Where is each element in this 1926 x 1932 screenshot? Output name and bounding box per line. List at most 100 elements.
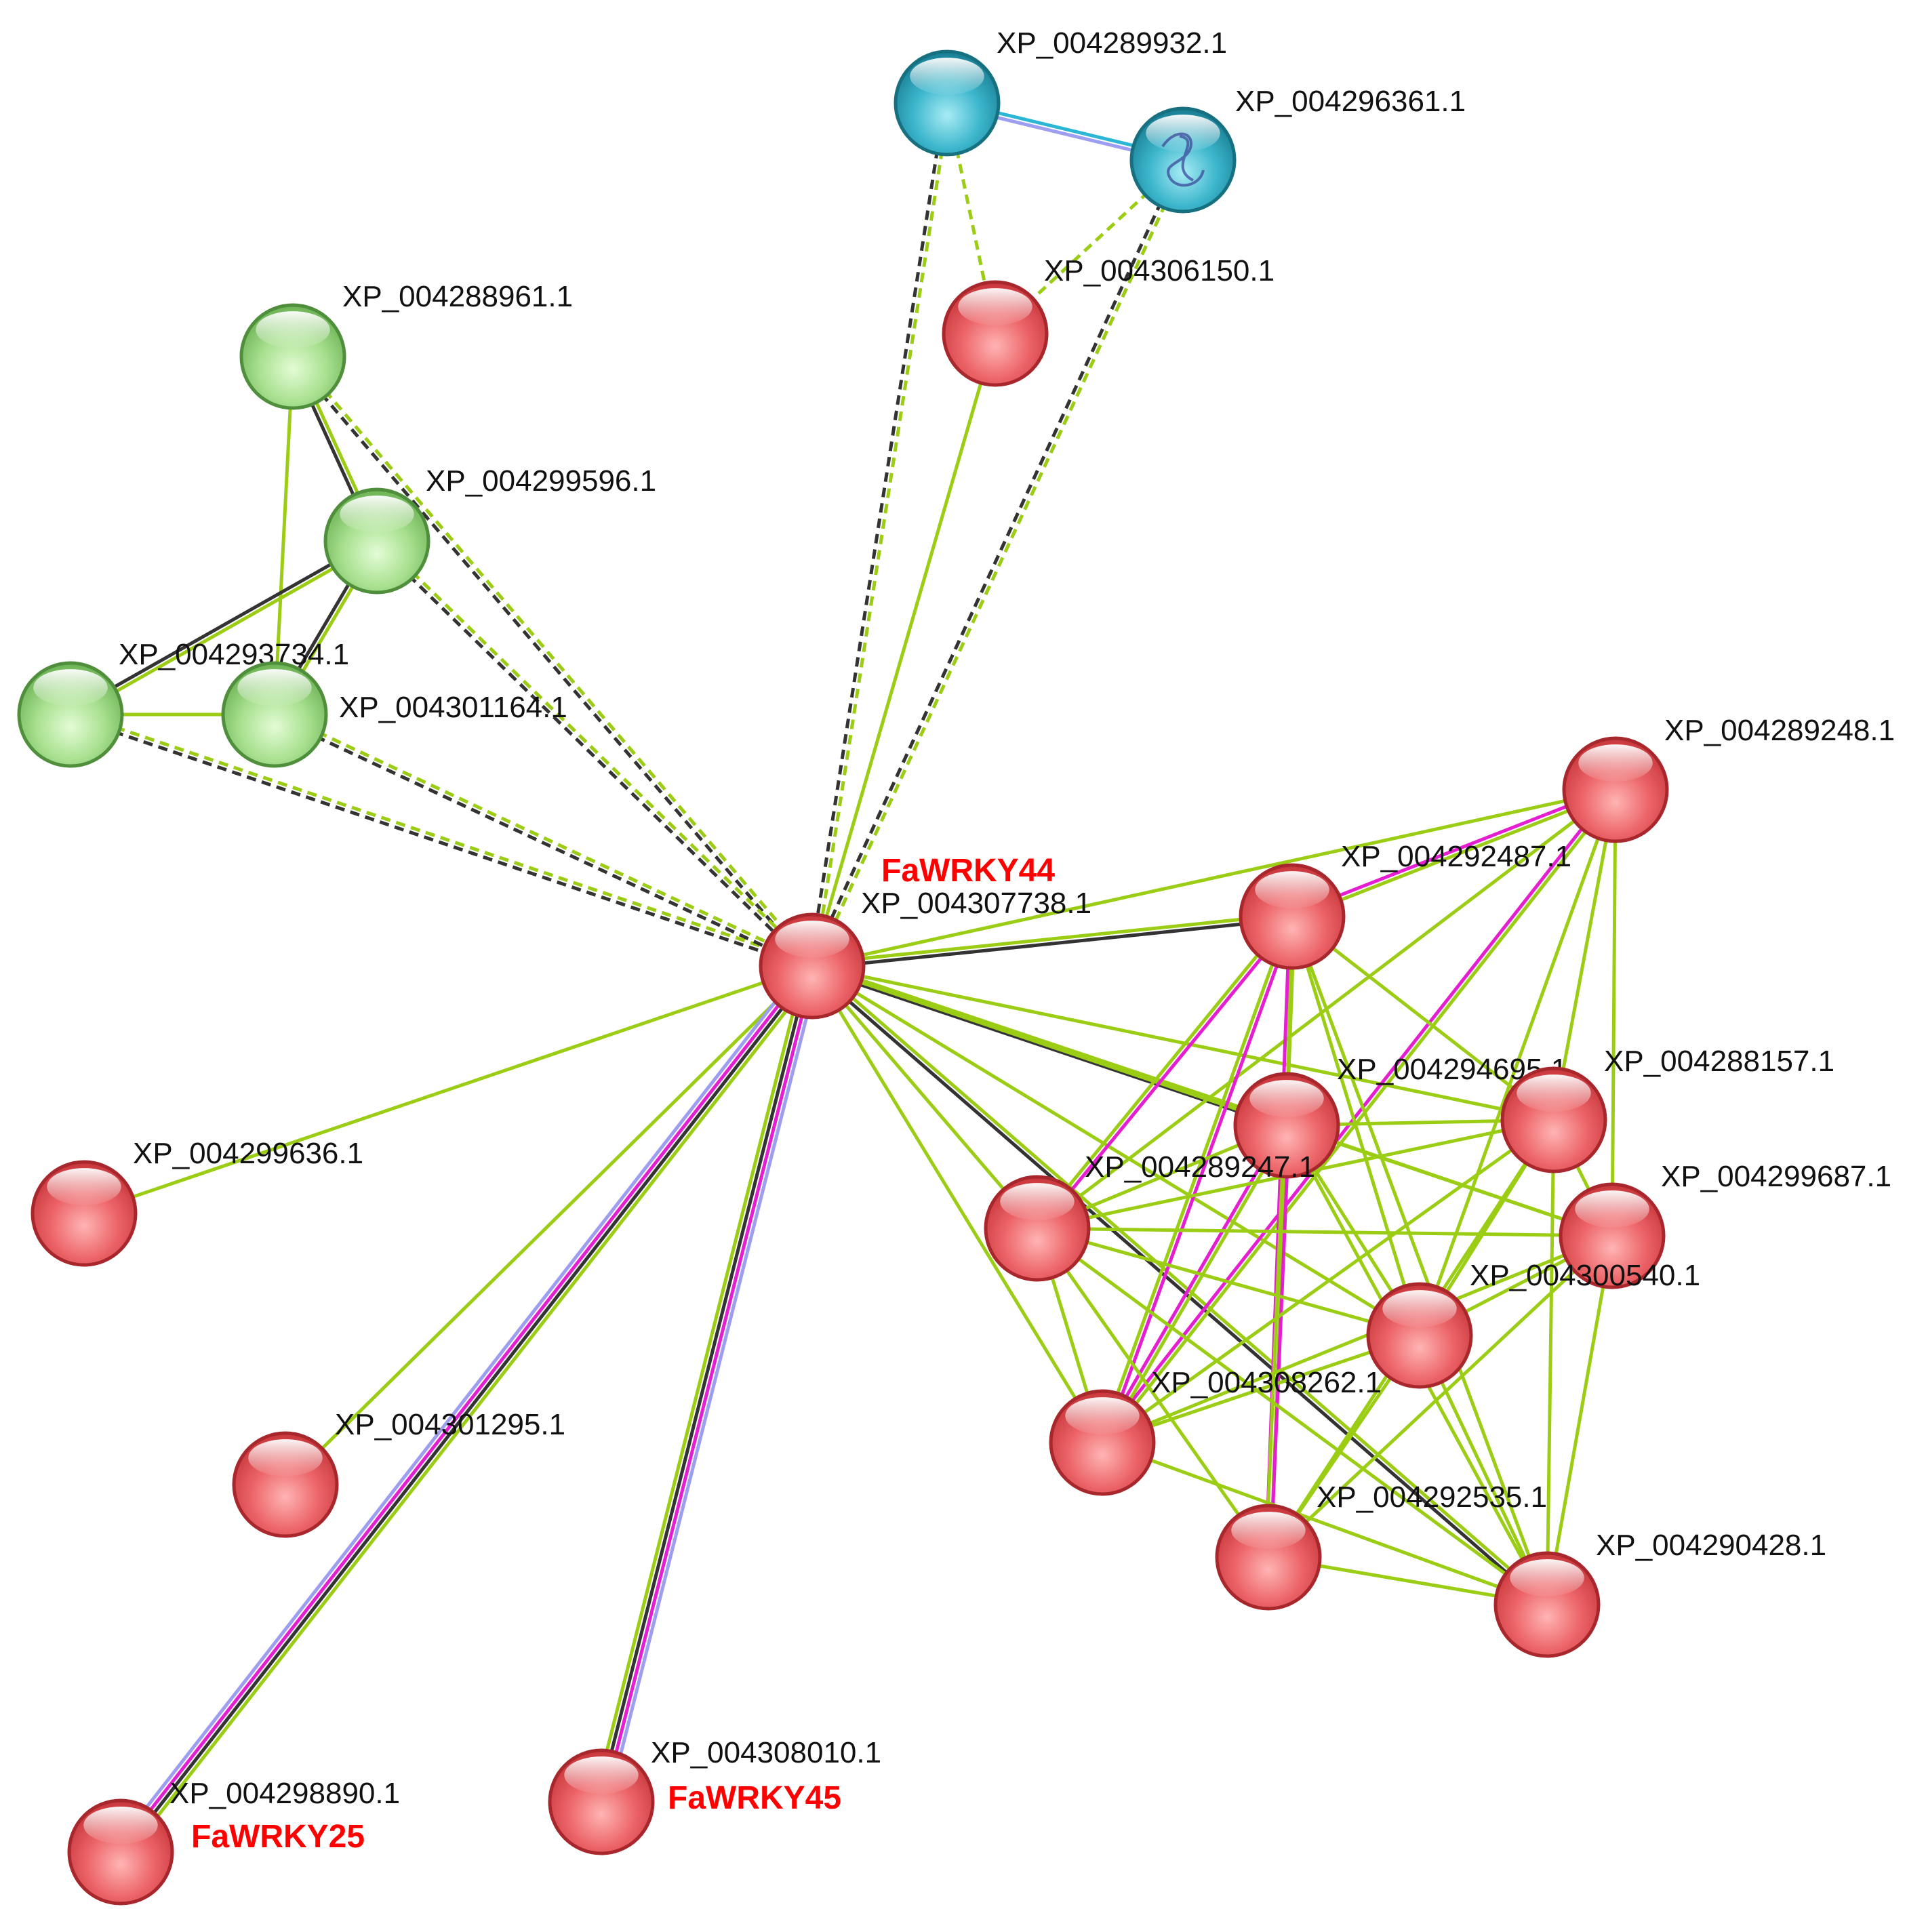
node-XP_004299636.1[interactable]: [31, 1160, 138, 1267]
edge-textmining-line: [811, 965, 1039, 1230]
edge-textmining-line: [1102, 790, 1619, 1445]
edge-textmining-line: [377, 538, 816, 966]
node-label: XP_004288157.1: [1604, 1045, 1834, 1078]
node-label: XP_004306150.1: [1044, 254, 1275, 287]
edge-textmining-line: [83, 964, 813, 1215]
edge-coexpression-line: [68, 537, 377, 715]
node-XP_004289248.1[interactable]: [1562, 736, 1669, 843]
node-label: XP_004289248.1: [1664, 714, 1895, 747]
node-XP_004306150.1[interactable]: [942, 280, 1049, 387]
node-XP_004298890.1[interactable]: [67, 1798, 174, 1906]
edge-XP_004293734.1-XP_004307738.1: [69, 710, 814, 970]
edge-textmining-line: [1610, 789, 1618, 1236]
node-highlight: [1517, 1074, 1591, 1112]
edge-textmining-line: [1290, 916, 1549, 1605]
node-XP_004289932.1[interactable]: [894, 49, 1001, 157]
node-XP_004292487.1[interactable]: [1239, 863, 1346, 970]
edge-XP_004288157.1-XP_004308262.1: [1101, 1118, 1555, 1445]
node-XP_004307738.1[interactable]: [759, 912, 866, 1020]
edge-textmining-line: [1545, 1235, 1614, 1605]
node-highlight: [910, 58, 984, 95]
node-XP_004288961.1[interactable]: [239, 303, 346, 410]
edge-XP_004299596.1-XP_004307738.1: [374, 538, 816, 969]
node-XP_004299596.1[interactable]: [323, 487, 430, 595]
edge-XP_004288157.1-XP_004290428.1: [1545, 1119, 1556, 1605]
edge-textmining-line: [1102, 1333, 1420, 1445]
node-highlight: [1255, 871, 1329, 908]
node-label: XP_004293734.1: [119, 638, 349, 671]
node-label: XP_004292487.1: [1341, 840, 1571, 873]
protein-structure-icon: [1161, 132, 1205, 187]
node-XP_004288157.1[interactable]: [1500, 1066, 1607, 1173]
node-XP_004290428.1[interactable]: [1493, 1551, 1601, 1658]
edge-textmining-line: [1267, 1234, 1613, 1558]
node-label: XP_004307738.1: [861, 887, 1091, 920]
edge-textmining-line: [1545, 1119, 1556, 1605]
node-XP_004296361.1[interactable]: [1129, 106, 1237, 214]
edge-coexpression-line: [121, 966, 816, 1855]
node-highlight: [83, 1807, 158, 1844]
edge-XP_004307738.1-XP_004300540.1: [811, 964, 1421, 1337]
edge-XP_004289247.1-XP_004290428.1: [1036, 1226, 1548, 1607]
node-highlight: [1065, 1397, 1140, 1434]
edge-XP_004288961.1-XP_004301164.1: [273, 356, 295, 715]
node-XP_004301164.1[interactable]: [221, 661, 328, 768]
node-XP_004294695.1[interactable]: [1233, 1072, 1340, 1179]
edge-XP_004288961.1-XP_004307738.1: [289, 354, 816, 969]
edge-textmining-line: [1292, 790, 1618, 921]
edge-textmining-line: [1035, 1227, 1270, 1558]
edge-textmining-line: [1286, 1123, 1613, 1238]
edge-textmining-line: [811, 964, 1421, 1337]
edge-XP_004292487.1-XP_004308262.1: [1098, 914, 1296, 1445]
edge-coexpression-line: [808, 158, 1183, 966]
edge-textmining-line: [1291, 915, 1555, 1121]
edge-XP_004294695.1-XP_004308262.1: [1098, 1123, 1291, 1445]
node-XP_004289247.1[interactable]: [984, 1175, 1091, 1282]
edge-textmining-line: [273, 356, 295, 715]
edge-homology-line: [113, 961, 808, 1849]
edge-XP_004307738.1-XP_004292487.1: [811, 912, 1293, 970]
node-label: XP_004299687.1: [1661, 1160, 1891, 1193]
node-highlight: [1578, 744, 1653, 782]
edge-XP_004296361.1-XP_004306150.1: [994, 159, 1184, 335]
edge-XP_004292487.1-XP_004290428.1: [1290, 916, 1549, 1605]
edge-XP_004294695.1-XP_004292535.1: [1264, 1125, 1291, 1558]
node-highlight: [1249, 1080, 1324, 1117]
edge-XP_004301295.1-XP_004307738.1: [284, 965, 814, 1486]
edge-experiment-line: [1102, 917, 1296, 1445]
node-XP_004308262.1[interactable]: [1049, 1389, 1156, 1496]
node-XP_004300540.1[interactable]: [1366, 1282, 1473, 1389]
edge-textmining-line: [71, 710, 814, 966]
edge-textmining-line: [1037, 1226, 1613, 1238]
edge-coexpression-line: [374, 541, 812, 969]
edge-XP_004301164.1-XP_004307738.1: [273, 710, 814, 970]
node-label: XP_004299596.1: [426, 464, 656, 498]
edge-textmining-line: [811, 964, 1554, 1122]
edge-XP_004289247.1-XP_004299687.1: [1037, 1226, 1613, 1238]
gene-alias-label: FaWRKY25: [191, 1819, 365, 1855]
node-label: XP_004301164.1: [339, 691, 567, 724]
edge-XP_004289932.1-XP_004307738.1: [808, 102, 951, 967]
node-XP_004308010.1[interactable]: [548, 1748, 655, 1855]
edge-textmining-line: [812, 963, 1550, 1605]
node-highlight: [1575, 1190, 1649, 1228]
edge-textmining-line: [1037, 1226, 1420, 1337]
edge-XP_004294695.1-XP_004299687.1: [1286, 1123, 1613, 1238]
edge-textmining-line: [810, 965, 1104, 1444]
edge-XP_004307738.1-XP_004289247.1: [811, 965, 1039, 1230]
edge-XP_004289248.1-XP_004288157.1: [1552, 789, 1618, 1121]
node-XP_004293734.1[interactable]: [17, 661, 124, 768]
edge-textmining-line: [811, 912, 1292, 966]
node-XP_004299687.1[interactable]: [1559, 1182, 1666, 1289]
edge-XP_004299636.1-XP_004307738.1: [83, 964, 813, 1215]
node-label: XP_004301295.1: [335, 1408, 565, 1441]
edge-XP_004307738.1-XP_004290428.1: [809, 963, 1550, 1608]
node-XP_004301295.1[interactable]: [232, 1431, 339, 1538]
edge-textmining-line: [1034, 914, 1292, 1228]
edge-textmining-line: [1290, 916, 1422, 1336]
edge-XP_004292487.1-XP_004300540.1: [1290, 916, 1422, 1336]
edge-textmining-line: [810, 333, 997, 967]
node-XP_004292535.1[interactable]: [1215, 1504, 1322, 1611]
edge-coexpression-line: [273, 715, 812, 970]
node-highlight: [340, 496, 414, 533]
